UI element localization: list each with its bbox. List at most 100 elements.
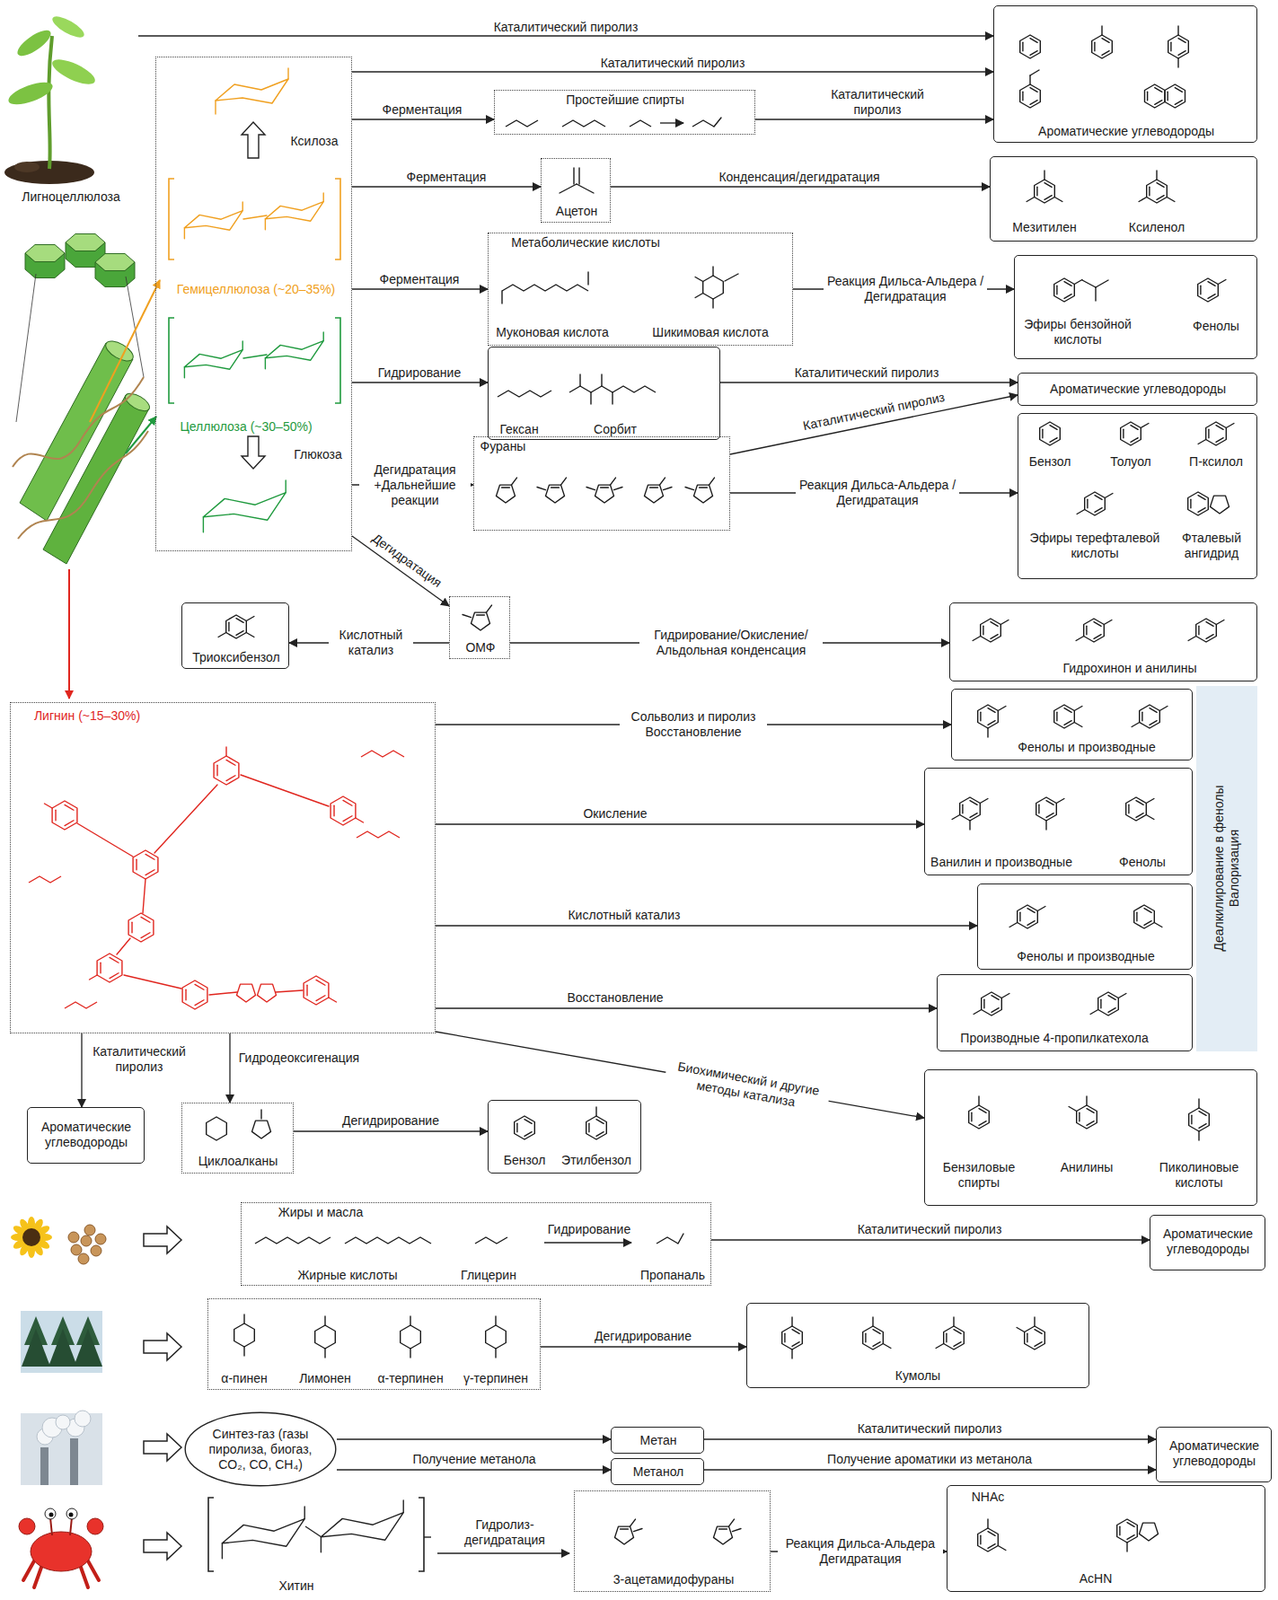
bond-line	[1198, 495, 1206, 501]
bond-line	[185, 989, 186, 1001]
bond-line	[343, 800, 353, 806]
soil	[14, 161, 40, 173]
bond-line	[1178, 38, 1186, 44]
bond-line	[243, 354, 267, 359]
block-arrow	[143, 1226, 182, 1254]
bond-line	[572, 167, 574, 185]
bond-line	[1126, 1542, 1128, 1552]
bond-line	[1029, 75, 1031, 85]
crab-body	[30, 1532, 92, 1572]
bond-line	[1155, 170, 1157, 180]
bond-line	[1026, 197, 1035, 203]
benzene-ring	[1084, 492, 1106, 516]
bond-line	[99, 962, 101, 974]
sugar-ring	[221, 1519, 305, 1548]
furan-ring	[644, 484, 664, 503]
bond-line	[1085, 625, 1087, 635]
node-text: Жиры и масла	[278, 1205, 364, 1221]
bond-line	[275, 990, 303, 993]
bond-line	[316, 979, 326, 986]
bond-line	[218, 633, 227, 638]
edge-label: Реакция Дильса-Альдера Дегидратация	[777, 1536, 944, 1568]
seed-pellet	[84, 1225, 96, 1236]
node-text: NHAc	[971, 1489, 1005, 1506]
bond-line	[88, 975, 97, 980]
node-text: Бензол	[1029, 454, 1072, 470]
benzene-ring	[981, 992, 1003, 1016]
bond-line	[1085, 1096, 1087, 1106]
bond-line	[1033, 1317, 1035, 1327]
benzene-ring	[1020, 35, 1041, 59]
block-arrow	[143, 1333, 182, 1361]
reaction-connector	[435, 823, 925, 825]
node-text: Ароматические углеводороды	[31, 1119, 142, 1151]
bond-line	[1043, 170, 1045, 180]
node-text: Ацетон	[555, 203, 598, 220]
bond-line	[613, 487, 623, 491]
bond-line	[953, 1342, 961, 1348]
product-box: Бензиловые спиртыАнилиныПиколиновые кисл…	[924, 1069, 1258, 1207]
edge-label: Гидрирование/Окисление/ Альдольная конде…	[639, 627, 823, 659]
benzene-ring	[960, 797, 981, 821]
bond-line	[1174, 88, 1182, 93]
product-box: Ароматические углеводороды	[1017, 372, 1258, 406]
group-box: Метаболические кислотыМуконовая кислотаШ…	[487, 232, 794, 346]
bond-line	[1064, 294, 1072, 300]
seed-pellet	[70, 1244, 82, 1256]
product-box: Ароматические углеводороды	[993, 5, 1258, 143]
benzene-ring	[1024, 1326, 1046, 1350]
bond-line	[1027, 921, 1035, 926]
sugar-ring	[264, 202, 324, 222]
hollow-arrow	[241, 122, 265, 159]
benzene-ring	[1120, 422, 1142, 446]
benzene-ring	[1040, 422, 1061, 446]
furan-ring	[496, 484, 516, 503]
bond-line	[1001, 994, 1010, 999]
bond-line	[184, 367, 186, 379]
bond-line	[1046, 813, 1054, 819]
product-box: Ароматические углеводороды	[1149, 1215, 1266, 1271]
smoke-cloud	[55, 1415, 71, 1430]
benzene-ring	[226, 615, 247, 639]
chain-bond	[505, 120, 538, 127]
edge-label: Каталитический пиролиз	[855, 1222, 1005, 1238]
reaction-connector	[435, 1007, 937, 1009]
block-arrow	[143, 1533, 182, 1561]
bond-line	[987, 728, 988, 738]
sugar-ring	[202, 493, 286, 521]
bond-line	[969, 801, 978, 806]
bond-line	[1036, 186, 1038, 195]
bond-line	[1064, 282, 1072, 287]
sunflower-center	[22, 1228, 41, 1247]
edge-label: Дегидратация +Дальнейшие реакции	[359, 462, 471, 509]
chain-bond	[569, 386, 656, 393]
furan-ring	[546, 484, 565, 503]
bond-line	[1049, 438, 1058, 443]
bond-line	[719, 1528, 728, 1530]
benzene-ring	[863, 1326, 884, 1350]
bond-line	[685, 487, 695, 491]
hollow-arrow	[241, 436, 265, 469]
bond-line	[1041, 429, 1043, 438]
bond-line	[1086, 1121, 1094, 1127]
bond-line	[953, 1330, 961, 1335]
bond-line	[724, 273, 739, 282]
bond-line	[983, 999, 985, 1008]
crab-claw	[18, 1518, 36, 1535]
product-box: ГексанСорбит	[487, 346, 721, 441]
bond-line	[1130, 425, 1138, 431]
furan-ring	[713, 1526, 733, 1545]
bond-line	[243, 1314, 245, 1324]
edge-label: Каталитический пиролиз	[855, 1421, 1005, 1437]
leader-line	[16, 273, 36, 423]
bond-line	[712, 299, 714, 309]
bond-line	[246, 633, 255, 638]
product-box: МезитиленКсиленол	[989, 156, 1258, 242]
bond-line	[240, 775, 329, 807]
bond-line	[1082, 280, 1096, 288]
bond-line	[184, 228, 186, 239]
reaction-connector	[704, 1469, 1156, 1471]
bond-line	[1206, 622, 1214, 627]
edge-label: Дегидрирование	[592, 1329, 694, 1345]
